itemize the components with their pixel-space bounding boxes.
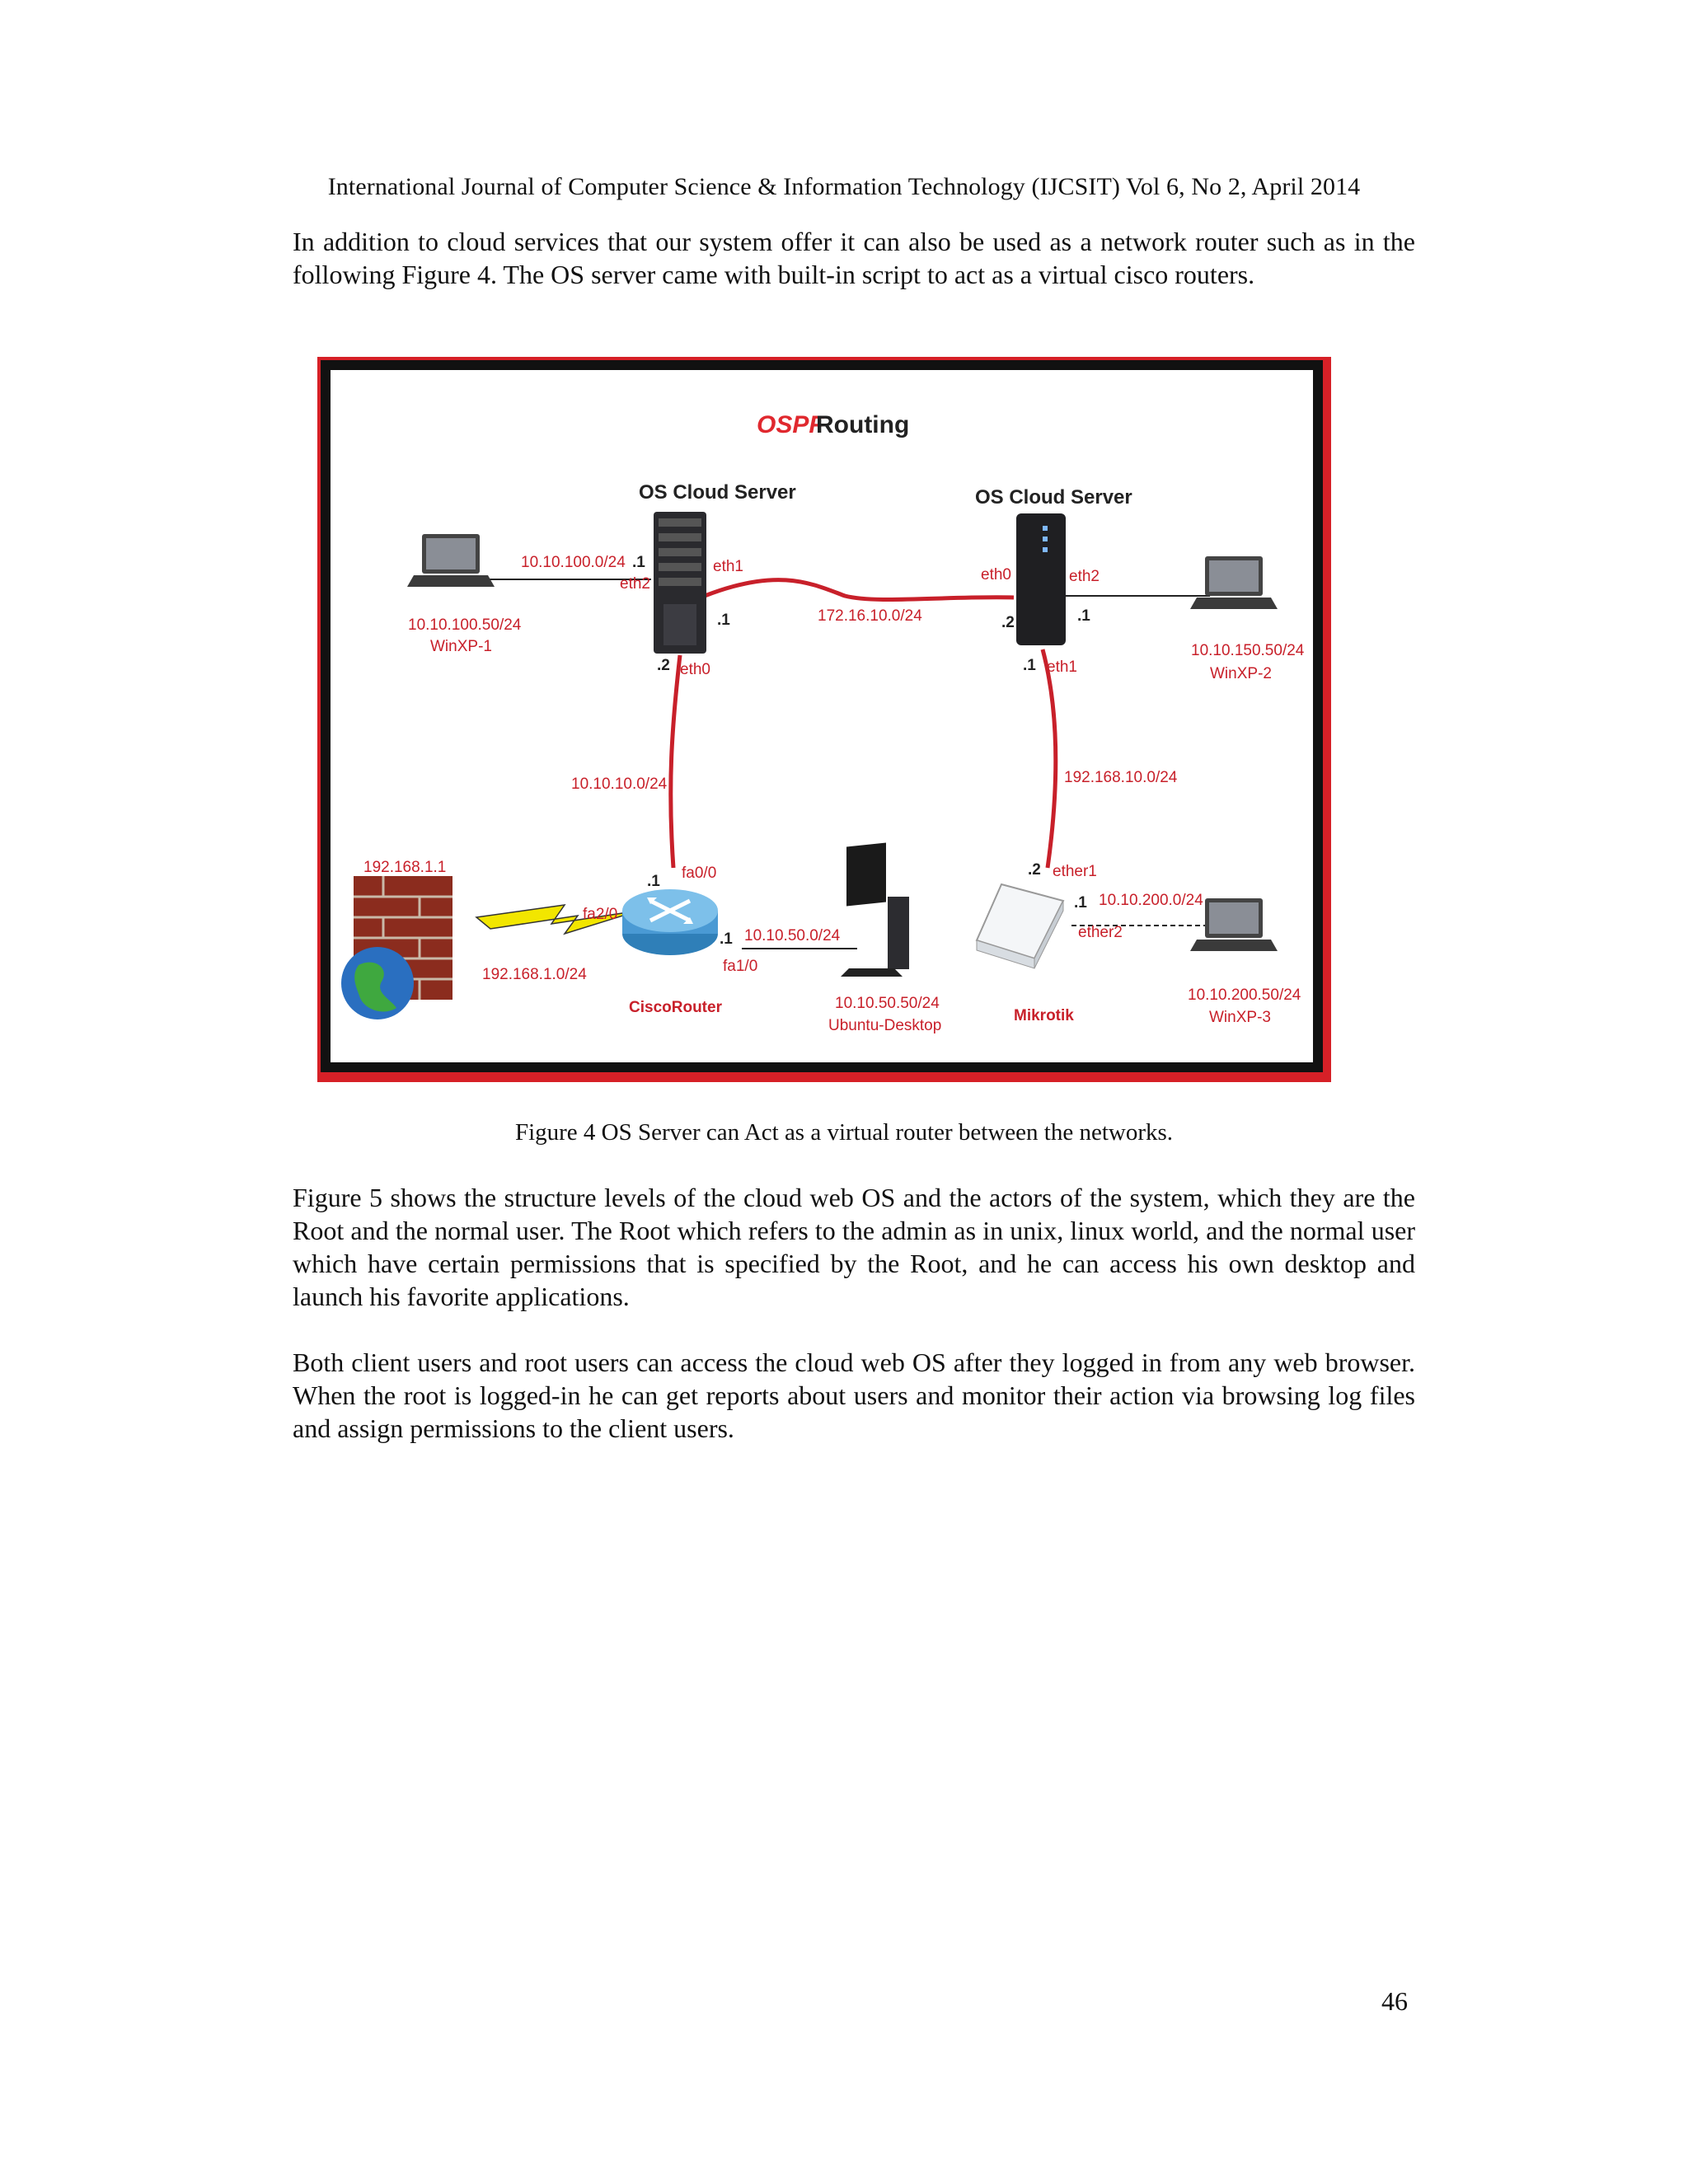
ubuntu-ip-label: 10.10.50.50/24	[835, 995, 940, 1012]
mikrotik-label: Mikrotik	[1014, 1007, 1074, 1024]
iface-eth1-label: eth1	[1047, 658, 1077, 676]
server-right-label: OS Cloud Server	[975, 486, 1132, 509]
iface-dot1-label: .1	[1077, 607, 1090, 625]
intro-paragraph: In addition to cloud services that our s…	[293, 227, 1415, 289]
winxp2-ip-label: 10.10.150.50/24	[1191, 642, 1305, 659]
winxp1-ip-label: 10.10.100.50/24	[408, 616, 522, 634]
title-ospf: OSPF	[757, 411, 824, 438]
figure-caption: Figure 4 OS Server can Act as a virtual …	[514, 1119, 1174, 1146]
desktop-computer-icon	[841, 842, 909, 977]
iface-dot1-label: .1	[1074, 894, 1087, 912]
iface-dot2-label: .2	[1001, 614, 1015, 631]
ubuntu-name-label: Ubuntu-Desktop	[828, 1017, 941, 1034]
net-winxp3-label: 10.10.200.0/24	[1099, 892, 1203, 909]
iface-eth2-label: eth2	[1069, 568, 1100, 585]
iface-dot2-label: .2	[657, 657, 670, 674]
laptop-icon	[1190, 898, 1278, 951]
iface-dot2-label: .2	[1028, 861, 1041, 879]
net-right-down-label: 192.168.10.0/24	[1064, 769, 1178, 786]
iface-dot1-label: .1	[717, 612, 730, 629]
mikrotik-router-icon	[975, 883, 1065, 969]
globe-icon	[341, 947, 414, 1019]
laptop-icon	[1190, 556, 1278, 609]
laptop-icon	[407, 534, 495, 587]
server-mini-icon	[1016, 513, 1066, 645]
ospf-network-figure: OSPF Routing OS Cloud Server	[317, 357, 1331, 1082]
net-left-lan-label: 10.10.100.0/24	[521, 554, 626, 571]
title-routing: Routing	[816, 411, 909, 438]
winxp3-ip-label: 10.10.200.50/24	[1188, 987, 1301, 1004]
cisco-router-label: CiscoRouter	[629, 999, 723, 1016]
link-left-down	[668, 654, 682, 869]
iface-eth0-label: eth0	[680, 661, 710, 678]
net-backbone-label: 172.16.10.0/24	[818, 607, 922, 625]
winxp3-name-label: WinXP-3	[1209, 1009, 1271, 1026]
body-paragraph: Figure 5 shows the structure levels of t…	[293, 1183, 1415, 1311]
iface-eth1-label: eth1	[713, 558, 743, 575]
iface-fa00-label: fa0/0	[682, 865, 716, 882]
journal-header: International Journal of Computer Scienc…	[327, 173, 1361, 200]
firewall-ip-label: 192.168.1.1	[363, 859, 446, 876]
page-number: 46	[1381, 1986, 1408, 2016]
iface-ether2-label: ether2	[1078, 924, 1123, 941]
iface-dot1-label: .1	[720, 930, 733, 948]
iface-fa10-label: fa1/0	[723, 958, 757, 975]
lightning-link-icon	[475, 904, 640, 935]
iface-ether1-label: ether1	[1053, 863, 1097, 880]
server-tower-icon	[654, 512, 706, 654]
body-paragraph: Both client users and root users can acc…	[293, 1347, 1415, 1443]
figure-canvas	[331, 370, 1313, 1062]
net-firewall-label: 192.168.1.0/24	[482, 966, 587, 983]
link-backbone	[704, 578, 1015, 602]
iface-dot1-label: .1	[632, 554, 645, 571]
net-left-down-label: 10.10.10.0/24	[571, 776, 668, 793]
iface-dot1-label: .1	[1023, 657, 1036, 674]
winxp1-name-label: WinXP-1	[430, 638, 492, 655]
winxp2-name-label: WinXP-2	[1210, 665, 1272, 682]
server-left-label: OS Cloud Server	[639, 481, 796, 504]
iface-dot1-label: .1	[647, 873, 660, 890]
link-right-down	[1040, 649, 1058, 869]
cisco-router-icon	[622, 889, 718, 955]
net-ubuntu-label: 10.10.50.0/24	[744, 927, 841, 944]
iface-eth2-label: eth2	[620, 575, 650, 593]
iface-eth0-label: eth0	[981, 566, 1011, 583]
iface-fa20-label: fa2/0	[583, 906, 617, 923]
